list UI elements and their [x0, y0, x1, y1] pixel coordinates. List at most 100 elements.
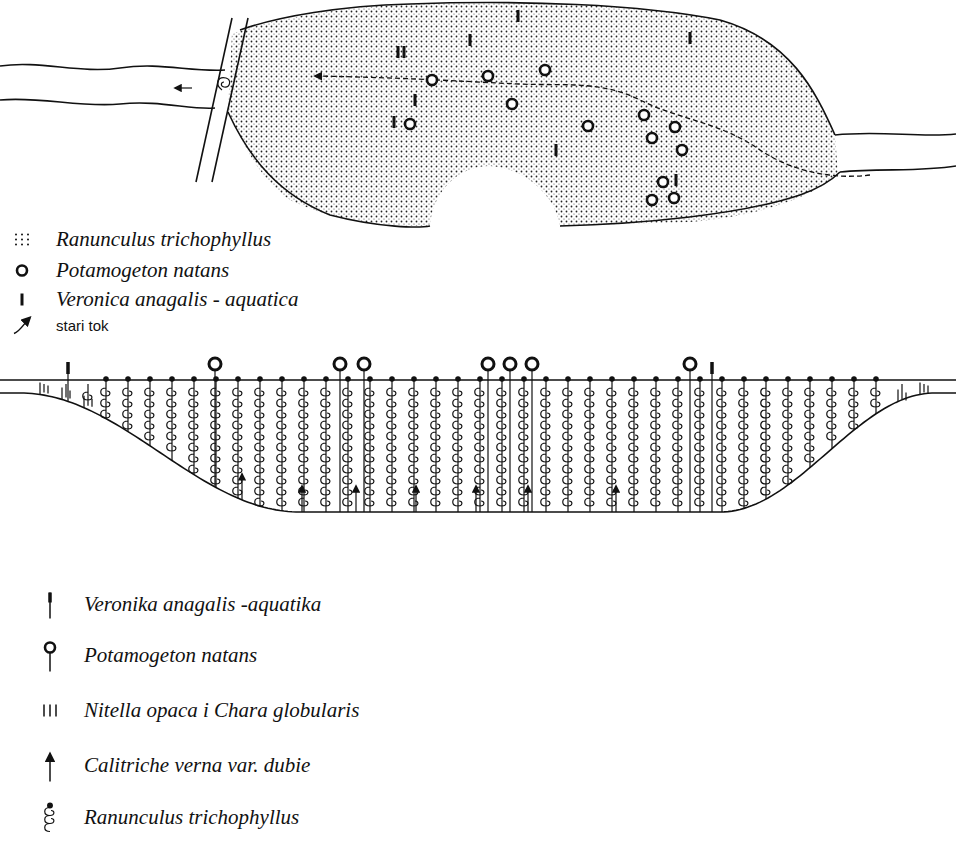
legend-symbol: [45, 803, 54, 831]
ranunculus-dot: [720, 377, 724, 381]
potamogeton-symbol: [670, 122, 680, 132]
ranunculus-dot: [874, 377, 878, 381]
ranunculus-coil: [475, 380, 484, 512]
ranunculus-coil: [717, 380, 726, 512]
potamogeton-stem: [339, 370, 340, 512]
ranunculus-coil: [497, 380, 506, 512]
ranunculus-coil: [83, 384, 92, 406]
legend-symbol: [21, 294, 23, 306]
potamogeton-symbol: [677, 145, 687, 155]
veronica-stem: [67, 362, 68, 401]
ranunculus-dot: [742, 377, 746, 381]
ranunculus-coil: [805, 380, 814, 468]
ranunculus-coil: [563, 380, 572, 512]
potamogeton-leaf: [209, 358, 221, 370]
ranunculus-dot: [324, 377, 328, 381]
legend-text: Ranunculus trichophyllus: [84, 807, 299, 828]
ranunculus-dot: [522, 377, 526, 381]
ranunculus-dot: [192, 377, 196, 381]
legend-symbol: [49, 593, 51, 619]
legend-text: Veronika anagalis -aquatika: [84, 594, 321, 615]
ranunculus-coil: [871, 380, 880, 414]
ranunculus-dot: [302, 377, 306, 381]
ranunculus-coil: [827, 380, 836, 449]
ranunculus-dot: [170, 377, 174, 381]
potamogeton-symbol: [540, 65, 550, 75]
veronica-symbol: [689, 32, 692, 44]
ranunculus-coil: [541, 380, 550, 512]
ranunculus-coil: [387, 380, 396, 512]
ranunculus-coil: [409, 380, 418, 512]
ranunculus-dot: [632, 377, 636, 381]
calitriche-arrow: [301, 486, 302, 512]
ranunculus-coil: [849, 380, 858, 430]
river-bank: [840, 166, 956, 172]
ranunculus-coil: [783, 380, 792, 485]
ranunculus-dot: [852, 377, 856, 381]
potamogeton-stem: [689, 370, 690, 512]
river-bank: [835, 133, 956, 135]
calitriche-arrow: [355, 486, 356, 512]
potamogeton-symbol: [507, 99, 517, 109]
ranunculus-dot: [280, 377, 284, 381]
ranunculus-coil: [901, 384, 902, 399]
potamogeton-leaf: [504, 358, 516, 370]
ranunculus-dot: [830, 377, 834, 381]
ranunculus-coil: [585, 380, 594, 512]
ranunculus-coil: [123, 380, 132, 432]
ranunculus-coil: [695, 380, 704, 512]
ranunculus-coil: [189, 380, 198, 475]
plant-stems: [40, 358, 928, 512]
plan-view: [0, 3, 956, 227]
old-stream: [315, 76, 870, 176]
ranunculus-coil: [761, 380, 770, 499]
veronica-symbol: [469, 34, 472, 46]
eddy: [218, 78, 230, 90]
legend-symbol: [44, 705, 56, 717]
calitriche-arrow: [615, 486, 616, 512]
potamogeton-stem: [487, 370, 488, 512]
ranunculus-dot: [236, 377, 240, 381]
ranunculus-coil: [65, 384, 66, 397]
ranunculus-dot: [544, 377, 548, 381]
calitriche-arrow: [415, 486, 416, 512]
potamogeton-leaf: [526, 358, 538, 370]
veronica-symbol: [393, 116, 396, 128]
legend-text: Potamogeton natans: [84, 645, 257, 666]
nitella-tick: [920, 382, 928, 394]
veronica-top: [710, 362, 714, 374]
ranunculus-coil: [453, 380, 462, 512]
veronica-top: [66, 362, 70, 374]
ranunculus-coil: [629, 380, 638, 512]
ranunculus-dot: [390, 377, 394, 381]
ranunculus-dot: [698, 377, 702, 381]
ranunculus-coil: [365, 380, 374, 512]
potamogeton-symbol: [405, 119, 415, 129]
ranunculus-dot: [368, 377, 372, 381]
potamogeton-symbol: [669, 193, 679, 203]
calitriche-arrow: [475, 486, 476, 512]
potamogeton-symbol: [583, 121, 593, 131]
potamogeton-leaf: [482, 358, 494, 370]
ranunculus-dot: [104, 377, 108, 381]
potamogeton-stem: [363, 370, 364, 512]
ranunculus-dot: [346, 377, 350, 381]
veronica-symbol: [517, 10, 520, 22]
ranunculus-coil: [299, 380, 308, 512]
ranunculus-coil: [101, 380, 110, 419]
ranunculus-dot: [500, 377, 504, 381]
legend-symbols: [14, 234, 56, 832]
potamogeton-leaf: [334, 358, 346, 370]
ranunculus-dot: [148, 377, 152, 381]
ranunculus-dot: [258, 377, 262, 381]
ranunculus-coil: [923, 384, 924, 392]
potamogeton-symbol: [427, 75, 437, 85]
ranunculus-dot: [412, 377, 416, 381]
legend-symbol: [15, 234, 29, 246]
veronica-symbol: [414, 94, 417, 106]
ranunculus-coil: [673, 380, 682, 512]
legend-text: Veronica anagalis - aquatica: [56, 289, 298, 310]
potamogeton-leaf: [358, 358, 370, 370]
potamogeton-symbol: [639, 110, 649, 120]
eddy: [175, 87, 192, 88]
